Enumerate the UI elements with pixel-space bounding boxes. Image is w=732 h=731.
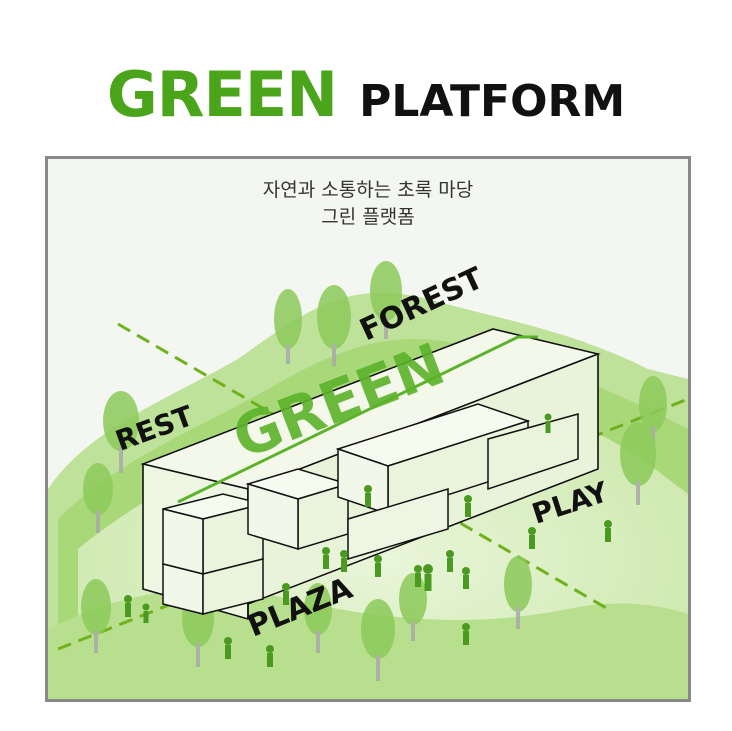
subtitle-line1: 자연과 소통하는 초록 마당 (262, 179, 474, 201)
person-icon (544, 413, 552, 433)
roof-accent-line (177, 335, 538, 504)
tree-trunk (332, 344, 336, 366)
box-a-front (162, 508, 204, 575)
person-icon (423, 564, 433, 591)
tree (304, 583, 332, 635)
tree-trunk (636, 481, 640, 505)
axis-rest-play (117, 322, 609, 611)
tree (83, 463, 113, 515)
tree (103, 391, 139, 451)
title: GREEN PLATFORM (0, 58, 732, 138)
tree-trunk (196, 643, 200, 667)
tree-trunk (96, 511, 100, 533)
tree (81, 579, 111, 635)
person-icon (224, 637, 232, 659)
tree-trunk (516, 607, 520, 629)
inner-volumes (162, 403, 579, 615)
tree-trunk (316, 631, 320, 653)
person-icon (340, 550, 348, 572)
person-icon (462, 623, 470, 645)
person-icon (414, 565, 422, 587)
tree (399, 573, 427, 625)
people (124, 413, 612, 667)
tree-trunk (411, 621, 415, 641)
box-e-side (347, 487, 449, 561)
person-icon (462, 567, 470, 589)
subtitle: 자연과 소통하는 초록 마당 그린 플랫폼 (48, 177, 688, 231)
subtitle-line2: 그린 플랫폼 (321, 206, 415, 228)
person-icon (528, 527, 536, 549)
tree-trunk (286, 344, 290, 364)
title-platform: PLATFORM (359, 76, 626, 127)
diagram-frame: GREEN FOREST REST PLAY PLAZA (45, 156, 691, 702)
tree (639, 376, 667, 432)
tree-trunk (384, 317, 388, 339)
person-icon (446, 550, 454, 572)
tree (274, 289, 302, 349)
tree (620, 422, 656, 486)
box-b-side (202, 558, 264, 615)
person-icon (124, 595, 132, 617)
tree (370, 261, 402, 321)
person-icon (374, 555, 382, 577)
person-icon (364, 485, 372, 507)
tree (317, 285, 351, 349)
tree (361, 599, 395, 659)
person-icon (464, 495, 472, 517)
person-icon (282, 583, 290, 605)
person-icon (604, 520, 612, 542)
person-icon (142, 603, 150, 623)
person-icon (266, 645, 274, 667)
person-icon (322, 547, 330, 569)
isometric-diagram: GREEN FOREST REST PLAY PLAZA (48, 261, 688, 699)
title-green: GREEN (106, 58, 338, 131)
tree-trunk (119, 447, 123, 473)
box-c-front (247, 482, 299, 551)
tree-trunk (94, 631, 98, 653)
tree-trunk (376, 655, 380, 681)
tree (504, 556, 532, 612)
